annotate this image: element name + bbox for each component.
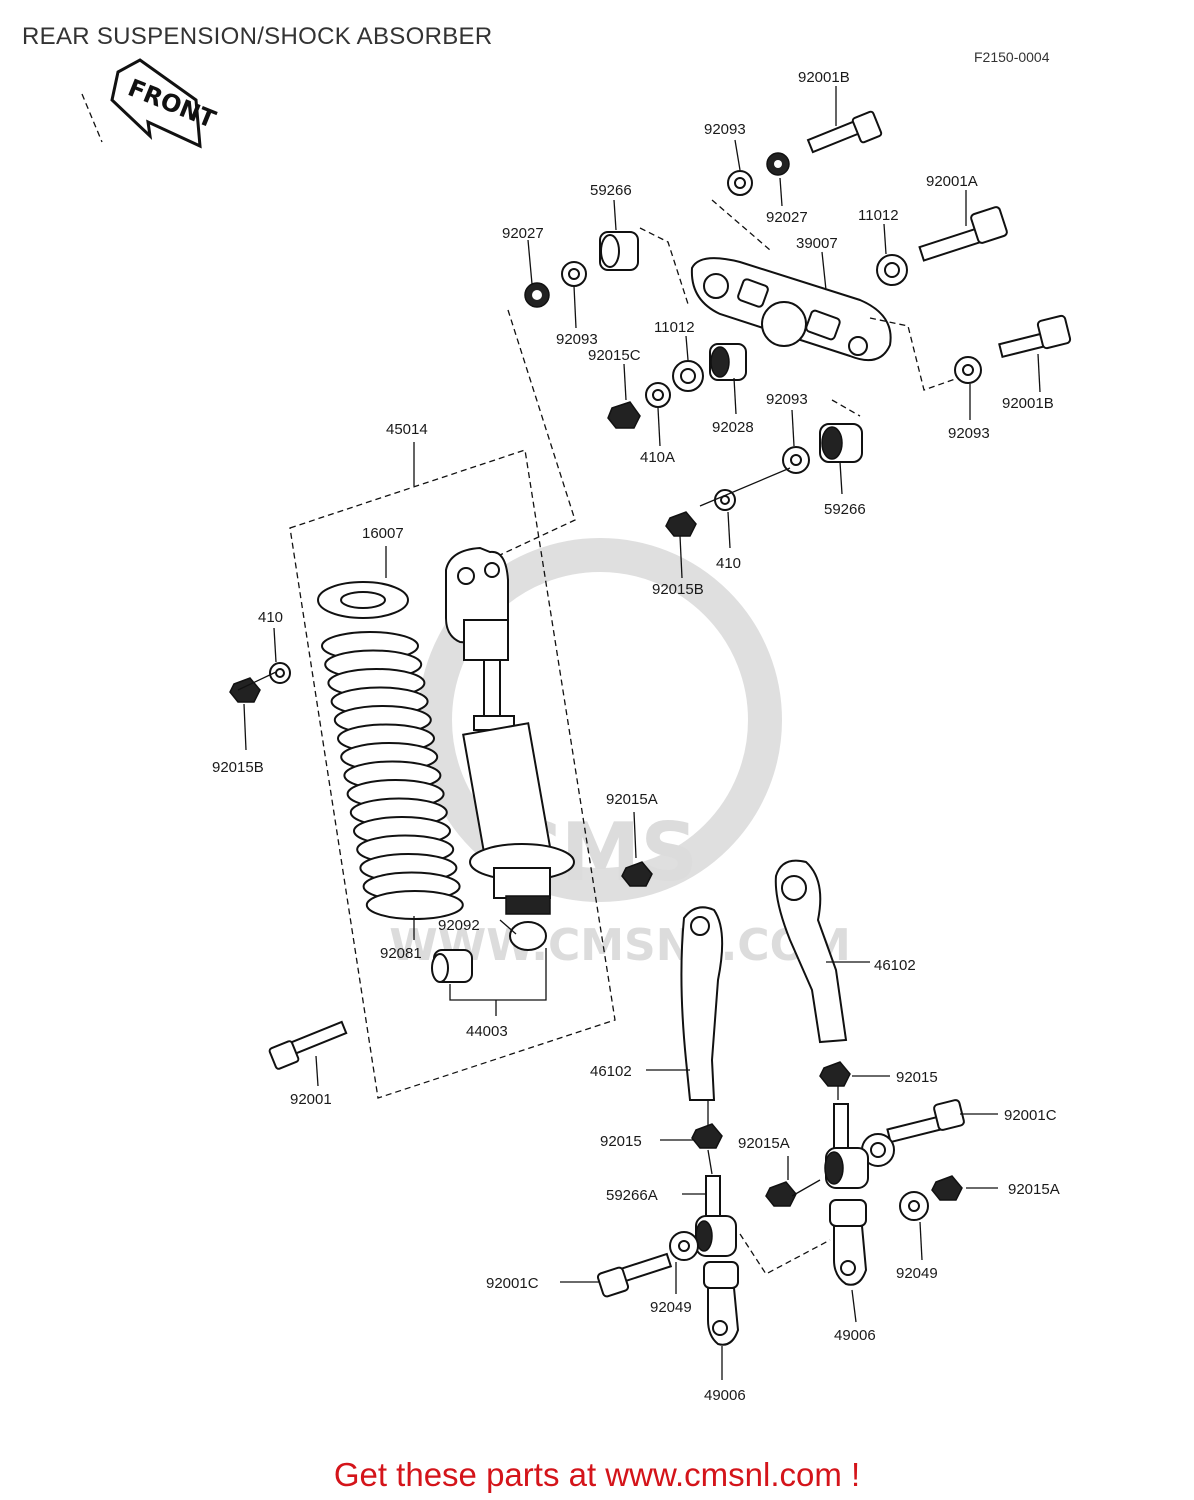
- label-39007: 39007: [796, 235, 838, 252]
- bolt-92001c-right: [886, 1099, 965, 1144]
- nut-92015-right: [819, 1061, 851, 1087]
- label-92015c: 92015C: [588, 347, 641, 364]
- label-92093-mid: 92093: [766, 391, 808, 408]
- label-92081: 92081: [380, 945, 422, 962]
- label-49006-bottom: 49006: [704, 1387, 746, 1404]
- label-92015a-right: 92015A: [1008, 1181, 1060, 1198]
- nut-92015-left: [691, 1123, 723, 1149]
- label-11012-mid: 11012: [654, 319, 695, 336]
- label-92001a: 92001A: [926, 173, 978, 190]
- label-59266-top: 59266: [590, 182, 632, 199]
- label-92015-left: 92015: [600, 1133, 642, 1150]
- bolt-92001a: [918, 206, 1008, 262]
- label-44003: 44003: [466, 1023, 508, 1040]
- nut-92015a-right: [931, 1175, 963, 1201]
- label-92001c-right: 92001C: [1004, 1107, 1057, 1124]
- label-92049-right: 92049: [896, 1265, 938, 1282]
- stud-59266a-right: [833, 1103, 849, 1153]
- rod-end-49006-bottom: [703, 1261, 740, 1346]
- nut-92015b-left: [229, 677, 261, 703]
- spring-coil: [365, 890, 464, 920]
- front-arrow-icon: FRONT: [81, 58, 220, 149]
- label-92028: 92028: [712, 419, 754, 436]
- label-92049-left: 92049: [650, 1299, 692, 1316]
- promo-link[interactable]: Get these parts at www.cmsnl.com !: [334, 1456, 860, 1493]
- rod-46102-left: [680, 906, 724, 1101]
- label-92027-left: 92027: [502, 225, 544, 242]
- label-92001: 92001: [290, 1091, 332, 1108]
- label-92015b-left: 92015B: [212, 759, 264, 776]
- bolt-92001b-top: [806, 110, 883, 154]
- stud-59266a: [705, 1175, 721, 1221]
- spring-seat-16007: [317, 581, 409, 619]
- label-92015a-mid: 92015A: [606, 791, 658, 808]
- page-title: REAR SUSPENSION/SHOCK ABSORBER: [22, 23, 492, 50]
- label-92015a-low: 92015A: [738, 1135, 790, 1152]
- shock-absorber-body: [445, 546, 575, 951]
- label-92093-top: 92093: [704, 121, 746, 138]
- nut-92015a-mid: [621, 861, 653, 887]
- spring-92081: [321, 631, 464, 920]
- label-59266a: 59266A: [606, 1187, 658, 1204]
- label-92027-top: 92027: [766, 209, 808, 226]
- label-46102-left: 46102: [590, 1063, 632, 1080]
- label-46102-right: 46102: [874, 957, 916, 974]
- label-92015-right: 92015: [896, 1069, 938, 1086]
- rod-46102-right: [774, 859, 848, 1044]
- bolt-92001c-left: [596, 1252, 673, 1298]
- label-11012-right: 11012: [858, 207, 899, 224]
- nut-92015c: [607, 401, 641, 429]
- label-92093-left: 92093: [556, 331, 598, 348]
- label-410a: 410A: [640, 449, 675, 466]
- label-92001c-left: 92001C: [486, 1275, 539, 1292]
- nut-92015a-low: [765, 1181, 797, 1207]
- label-16007: 16007: [362, 525, 404, 542]
- label-92001b-right: 92001B: [1002, 395, 1054, 412]
- figure-code: F2150-0004: [974, 49, 1050, 65]
- label-45014: 45014: [386, 421, 428, 438]
- nut-92015b-mid: [665, 511, 697, 537]
- label-410-left: 410: [258, 609, 283, 626]
- tie-rod-39007: [690, 257, 892, 362]
- label-410-mid: 410: [716, 555, 741, 572]
- bolt-92001b-right: [998, 314, 1072, 359]
- assembly-box-45014: [289, 449, 616, 1099]
- label-92015b-mid: 92015B: [652, 581, 704, 598]
- rod-end-49006-right: [829, 1199, 868, 1286]
- label-92092: 92092: [438, 917, 480, 934]
- label-49006-right: 49006: [834, 1327, 876, 1344]
- bolt-92001: [268, 1020, 348, 1070]
- label-92093-right: 92093: [948, 425, 990, 442]
- label-92001b-top: 92001B: [798, 69, 850, 86]
- label-59266-mid: 59266: [824, 501, 866, 518]
